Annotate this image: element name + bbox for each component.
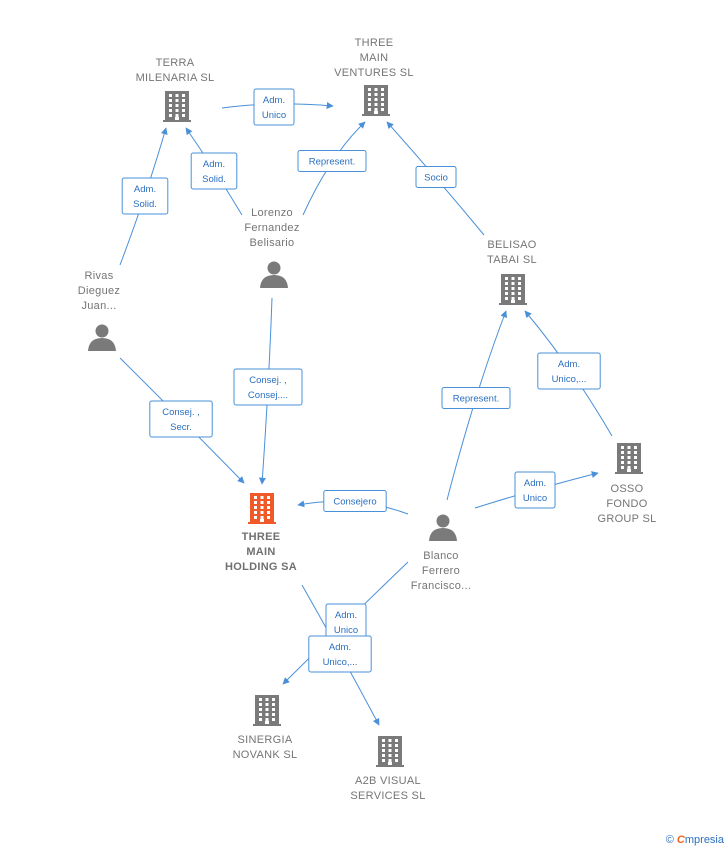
node-sinergia[interactable]: SINERGIA NOVANK SL <box>233 695 298 761</box>
node-label-line: NOVANK SL <box>233 749 298 761</box>
node-label-line: A2B VISUAL <box>355 775 421 787</box>
node-label-line: GROUP SL <box>597 513 656 525</box>
node-label-line: Lorenzo <box>251 207 293 219</box>
person-icon <box>429 514 457 541</box>
node-label-line: OSSO <box>611 483 644 495</box>
node-label-line: TABAI SL <box>487 254 537 266</box>
building-icon <box>362 85 390 116</box>
edge-label-lorenzo-to-three_main_holding[interactable]: Consej. , Consej.... <box>233 368 303 406</box>
edge-label-osso-to-belisao[interactable]: Adm. Unico,... <box>537 352 601 390</box>
node-belisao[interactable]: BELISAO TABAI SL <box>487 239 537 305</box>
node-terra[interactable]: TERRA MILENARIA SL <box>136 57 215 122</box>
building-icon <box>253 695 281 726</box>
brand-name: mpresia <box>684 834 724 846</box>
edge-label-text: Consej.... <box>248 390 288 401</box>
node-label-line: SINERGIA <box>238 734 293 746</box>
edge-label-blanco-to-three_main_holding[interactable]: Consejero <box>323 490 387 512</box>
edge-label-text: Adm. <box>524 478 546 489</box>
node-label-line: FONDO <box>606 498 647 510</box>
node-label-line: Juan... <box>81 300 116 312</box>
node-label-line: Rivas <box>84 270 113 282</box>
edge-label-rivas-to-terra[interactable]: Adm. Solid. <box>121 177 169 215</box>
node-label-line: TERRA <box>156 57 195 69</box>
node-rivas[interactable]: RivasDieguezJuan... <box>78 270 120 351</box>
building-icon <box>248 493 276 524</box>
building-icon <box>615 443 643 474</box>
edge-label-text: Solid. <box>133 199 157 210</box>
edge-label-text: Consej. , <box>249 375 287 386</box>
edge-label-text: Consejero <box>333 497 376 508</box>
edge-label-text: Adm. <box>134 184 156 195</box>
edge-label-text: Unico,... <box>323 657 358 668</box>
node-label-line: THREE <box>355 37 394 49</box>
edge-label-text: Unico,... <box>552 374 587 385</box>
edge-label-text: Adm. <box>329 642 351 653</box>
edge-label-text: Socio <box>424 173 448 184</box>
node-osso[interactable]: OSSO FONDO GROUP SL <box>597 443 656 525</box>
node-label-line: MILENARIA SL <box>136 72 215 84</box>
edge-label-three_main_holding-to-a2b[interactable]: Adm. Unico,... <box>308 635 372 673</box>
edge-label-terra-to-three_main_ventures[interactable]: Adm. Unico <box>253 88 295 126</box>
edge-label-text: Adm. <box>558 359 580 370</box>
building-icon <box>163 91 191 122</box>
node-label-line: MAIN <box>246 546 275 558</box>
node-a2b[interactable]: A2B VISUAL SERVICES SL <box>350 736 425 802</box>
edge-label-text: Represent. <box>309 157 355 168</box>
edge-label-blanco-to-sinergia[interactable]: Adm. Unico <box>325 603 367 641</box>
brand-logo: © Cmpresia <box>666 834 724 846</box>
edge-label-text: Unico <box>262 110 286 121</box>
edge-label-text: Consej. , <box>162 407 200 418</box>
node-label-line: SERVICES SL <box>350 790 425 802</box>
edge-label-text: Unico <box>334 625 358 636</box>
person-icon <box>260 261 288 288</box>
node-label-line: Blanco <box>423 550 458 562</box>
edge-label-text: Solid. <box>202 174 226 185</box>
node-label-line: Fernandez <box>244 222 299 234</box>
edge-label-text: Adm. <box>263 95 285 106</box>
node-three_main_ventures[interactable]: THREE MAIN VENTURES SL <box>334 37 414 116</box>
node-label-line: BELISAO <box>487 239 536 251</box>
node-label-line: Ferrero <box>422 565 460 577</box>
edge-label-belisao-to-three_main_ventures[interactable]: Socio <box>415 166 457 188</box>
edge-label-text: Secr. <box>170 422 192 433</box>
edge-label-blanco-to-osso[interactable]: Adm. Unico <box>514 471 556 509</box>
edge-label-text: Adm. <box>335 610 357 621</box>
building-icon <box>499 274 527 305</box>
node-label-line: THREE <box>242 531 281 543</box>
edge-label-lorenzo-to-terra[interactable]: Adm. Solid. <box>190 152 238 190</box>
edge-label-text: Adm. <box>203 159 225 170</box>
copyright-icon: © <box>665 834 674 846</box>
edge-label-blanco-to-belisao[interactable]: Represent. <box>441 387 511 409</box>
edge-label-lorenzo-to-three_main_ventures[interactable]: Represent. <box>297 150 367 172</box>
edge-label-text: Unico <box>523 493 547 504</box>
node-three_main_holding[interactable]: THREE MAIN HOLDING SA <box>225 493 297 573</box>
node-label-line: MAIN <box>360 52 389 64</box>
node-label-line: HOLDING SA <box>225 561 297 573</box>
person-icon <box>88 324 116 351</box>
node-label-line: Belisario <box>250 237 295 249</box>
node-blanco[interactable]: BlancoFerreroFrancisco... <box>411 514 471 593</box>
building-icon <box>376 736 404 767</box>
node-label-line: Francisco... <box>411 580 471 592</box>
node-label-line: Dieguez <box>78 285 120 297</box>
edge-label-text: Represent. <box>453 394 499 405</box>
brand-initial: C <box>676 834 685 846</box>
edge-label-rivas-to-three_main_holding[interactable]: Consej. , Secr. <box>149 400 213 438</box>
node-label-line: VENTURES SL <box>334 67 414 79</box>
